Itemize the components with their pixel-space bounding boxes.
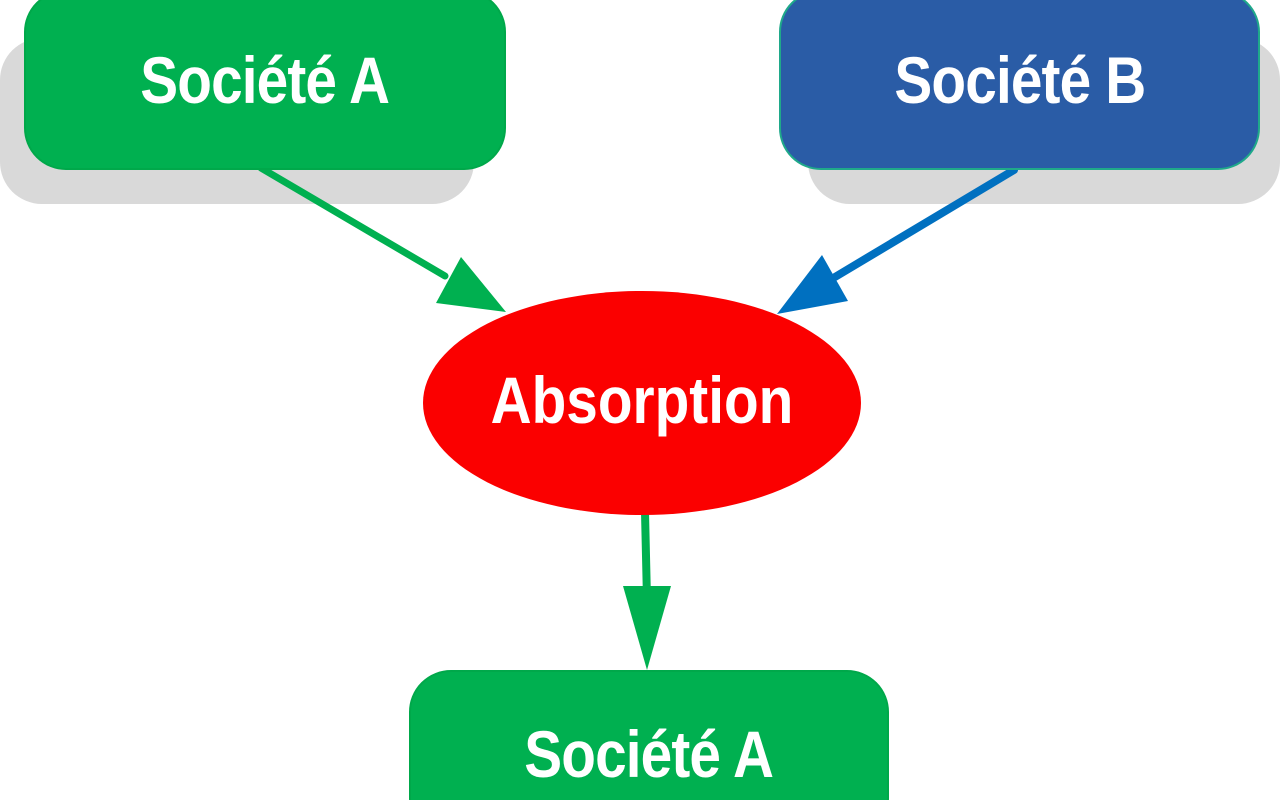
source-company-b-node: Société B [779, 0, 1260, 170]
arrow-b-line [831, 166, 1018, 281]
arrow-absorption-to-result [623, 508, 671, 670]
source-company-b-label: Société B [894, 43, 1146, 117]
arrow-a-to-absorption [257, 164, 506, 312]
absorption-node: Absorption [423, 291, 861, 515]
source-company-a-label: Société A [140, 43, 391, 117]
arrow-result-line [641, 508, 651, 604]
arrow-a-head [436, 257, 506, 312]
arrow-b-head [777, 255, 848, 314]
arrow-b-to-absorption [777, 166, 1018, 314]
arrow-a-line [257, 164, 449, 280]
result-company-label: Société A [524, 717, 775, 791]
absorption-label: Absorption [490, 363, 794, 437]
result-company-node: Société A [409, 670, 889, 800]
arrow-result-head [623, 586, 671, 670]
source-company-a-node: Société A [24, 0, 506, 170]
